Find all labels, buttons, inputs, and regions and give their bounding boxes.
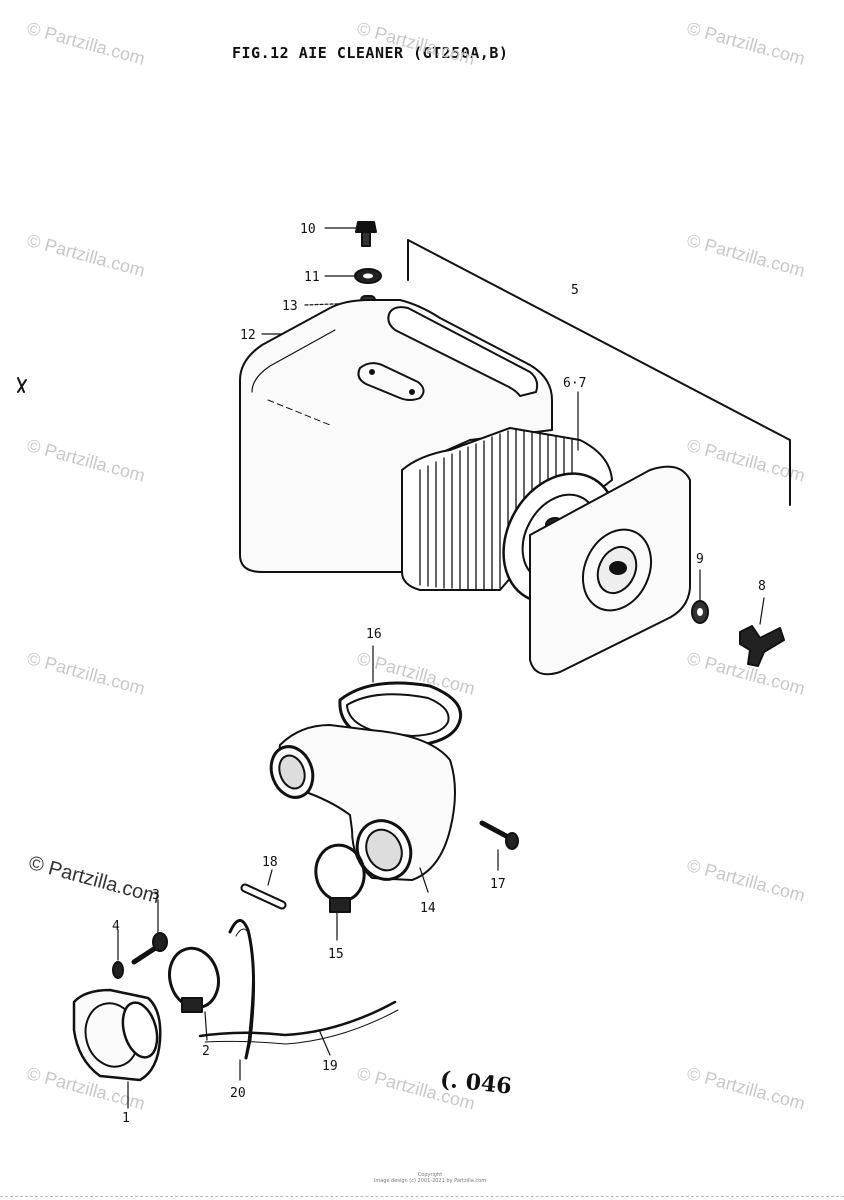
callout-6-7: 6·7 (563, 376, 586, 391)
stray-mark (17, 377, 27, 393)
callout-13: 13 (282, 299, 298, 314)
callout-10: 10 (300, 222, 316, 237)
bolt-part (479, 820, 519, 871)
washer-part (691, 569, 709, 624)
callout-15: 15 (328, 947, 344, 962)
callout-11: 11 (304, 270, 320, 285)
copyright-note: Copyright Image design (c) 2001-2021 by … (360, 1172, 500, 1184)
copyright-line: Image design (c) 2001-2021 by Partzilla.… (373, 1178, 487, 1184)
wing-nut-part (739, 597, 785, 667)
callout-18: 18 (262, 855, 278, 870)
hose-clamp (314, 843, 366, 941)
hose-clamp (168, 946, 220, 1041)
bolt-part (324, 221, 377, 247)
carburetor-joint (72, 988, 162, 1109)
callout-20: 20 (230, 1086, 246, 1101)
screw-part (112, 929, 124, 979)
callout-2: 2 (202, 1044, 210, 1059)
intake-tube (269, 724, 456, 893)
breather-hose (198, 1000, 399, 1056)
callout-19: 19 (322, 1059, 338, 1074)
callout-17: 17 (490, 877, 506, 892)
breather-hose (228, 919, 256, 1081)
air-cleaner-cover (529, 465, 691, 676)
callout-9: 9 (696, 552, 704, 567)
callout-12: 12 (240, 328, 256, 343)
callout-4: 4 (112, 919, 120, 934)
callout-3: 3 (152, 888, 160, 903)
air-cleaner-case (239, 299, 553, 573)
callout-1: 1 (122, 1111, 130, 1126)
footer-divider (0, 1196, 844, 1197)
callout-16: 16 (366, 627, 382, 642)
short-hose (240, 869, 287, 910)
figure-title: FIG.12 AIE CLEANER (GT250A,B) (232, 44, 509, 62)
bracket-line (407, 239, 791, 506)
bolt-part (131, 899, 168, 965)
copyright-line: Copyright (417, 1172, 443, 1178)
washer-part (324, 268, 382, 284)
callout-8: 8 (758, 579, 766, 594)
callout-labels: 10 11 13 12 5 6·7 9 8 16 18 17 14 15 3 4… (112, 222, 766, 1126)
callout-5: 5 (571, 283, 579, 298)
callout-14: 14 (420, 901, 436, 916)
